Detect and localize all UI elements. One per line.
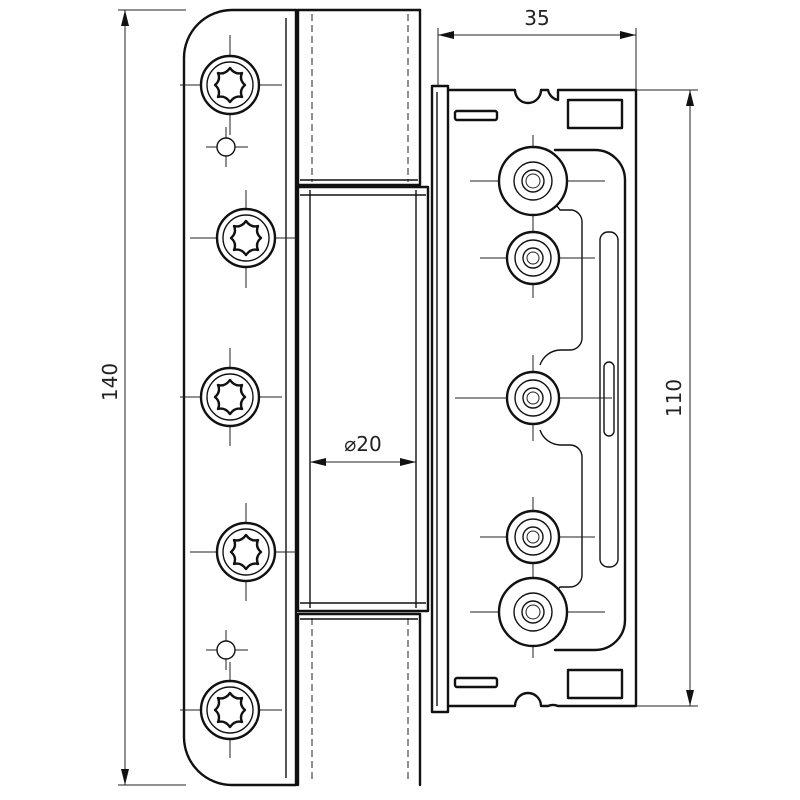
dimension-label-35: 35 (524, 6, 549, 30)
dimension-label-110: 110 (662, 379, 686, 417)
dimension-label-140: 140 (98, 363, 122, 401)
barrel-middle-knuckle (296, 185, 430, 613)
barrel-top-knuckle (296, 8, 422, 187)
leaf-screw-2 (190, 190, 296, 288)
dimension-label-diameter: ⌀20 (344, 432, 382, 456)
leaf-screw-3 (180, 348, 282, 446)
diameter-value: 20 (356, 432, 381, 456)
body-screw-4 (480, 497, 595, 577)
dimension-total-height: 140 (98, 9, 186, 786)
leaf-pin-hole-top (206, 127, 248, 167)
leaf-screw-1 (180, 35, 282, 135)
dimension-body-height: 110 (636, 89, 698, 707)
diameter-symbol: ⌀ (344, 432, 356, 456)
leaf-screw-5 (180, 662, 282, 758)
dimension-body-width: 35 (437, 6, 637, 90)
barrel-bottom-knuckle (296, 612, 422, 787)
body-screw-1 (470, 135, 605, 225)
leaf-pin-hole-bottom (206, 630, 248, 670)
body-screw-5 (470, 566, 605, 658)
body-screw-2 (480, 218, 595, 298)
dimension-barrel-diameter: ⌀20 (310, 432, 416, 466)
body-screw-3 (455, 355, 612, 441)
leaf-screw-4 (190, 503, 296, 601)
